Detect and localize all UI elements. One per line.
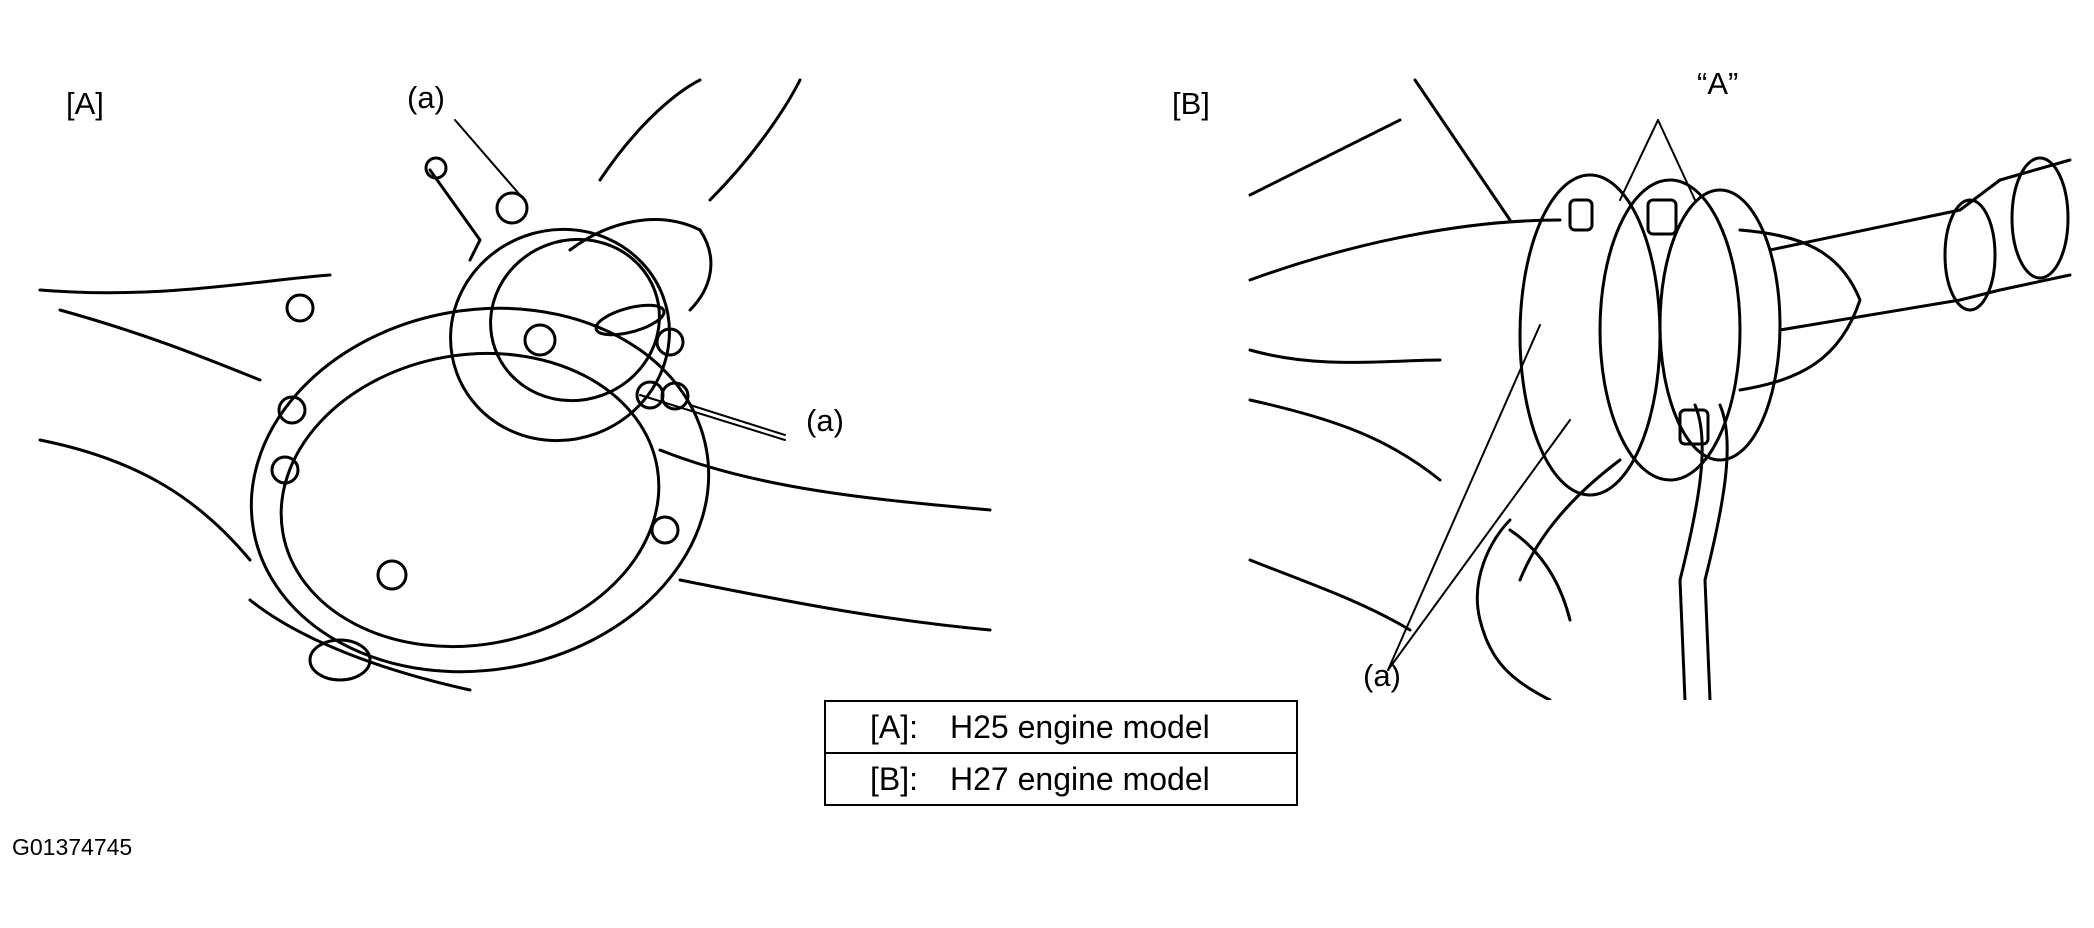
legend-cell: [B]: H27 engine model	[824, 752, 1298, 806]
legend-key: [A]:	[870, 708, 919, 745]
figure-a-panel-label: [A]	[66, 86, 104, 121]
legend-text: H25 engine model	[950, 708, 1210, 745]
figure-a-callout-right: (a)	[806, 403, 844, 438]
figure-b-illustration	[1240, 60, 2080, 700]
legend-row: [A]: H25 engine model	[824, 700, 1298, 754]
legend-cell: [A]: H25 engine model	[824, 700, 1298, 754]
figure-b-callout-A: “A”	[1697, 66, 1739, 101]
legend-key: [B]:	[870, 760, 919, 797]
figure-a-illustration	[0, 60, 1010, 700]
legend-row: [B]: H27 engine model	[824, 752, 1298, 806]
figure-a-callout-top: (a)	[407, 80, 445, 115]
legend-text: H27 engine model	[950, 760, 1210, 797]
figure-b-callout-a: (a)	[1363, 658, 1401, 693]
legend-table: [A]: H25 engine model [B]: H27 engine mode…	[824, 700, 1298, 806]
figure-code: G01374745	[12, 834, 133, 860]
figure-b-panel-label: [B]	[1172, 86, 1210, 121]
